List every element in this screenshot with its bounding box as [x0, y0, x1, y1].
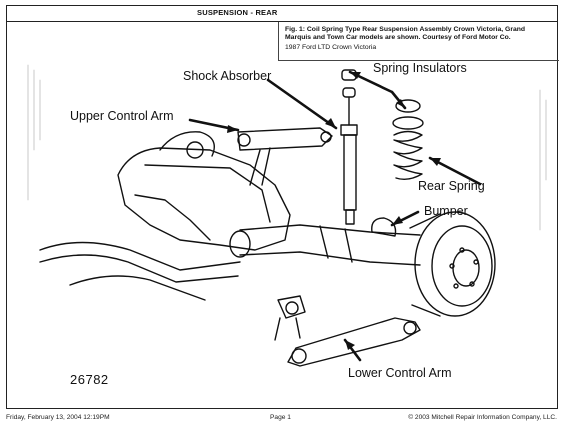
brake-drum — [409, 211, 496, 317]
footer-copyright: © 2003 Mitchell Repair Information Compa… — [408, 414, 557, 421]
upper-control-arm — [237, 127, 333, 186]
differential-housing — [117, 131, 291, 251]
label-upper-control-arm: Upper Control Arm — [70, 109, 174, 123]
page-footer: Friday, February 13, 2004 12:19PM Page 1… — [0, 410, 565, 428]
label-lower-control-arm: Lower Control Arm — [348, 366, 452, 380]
page-frame: SUSPENSION - REAR Fig. 1: Coil Spring Ty… — [6, 5, 559, 409]
figure-caption: Fig. 1: Coil Spring Type Rear Suspension… — [285, 26, 526, 42]
label-spring-insulators: Spring Insulators — [373, 61, 467, 75]
figure-number: 26782 — [70, 372, 109, 387]
footer-date: Friday, February 13, 2004 12:19PM — [6, 414, 110, 421]
frame-rail — [39, 241, 241, 301]
section-title: SUSPENSION - REAR — [197, 8, 278, 17]
rear-spring — [392, 99, 424, 181]
footer-page: Page 1 — [270, 414, 291, 421]
section-header: SUSPENSION - REAR — [7, 6, 557, 22]
bleed-through-marks — [27, 64, 547, 231]
bumper — [371, 217, 397, 237]
leader-arrowheads — [227, 72, 441, 350]
label-bumper: Bumper — [424, 204, 468, 218]
label-rear-spring: Rear Spring — [418, 179, 485, 193]
lower-control-arm — [274, 295, 421, 367]
axle-tube — [229, 224, 421, 266]
figure-vehicle: 1987 Ford LTD Crown Victoria — [285, 43, 377, 51]
shock-absorber — [340, 69, 358, 225]
figure-caption-box: Fig. 1: Coil Spring Type Rear Suspension… — [278, 22, 559, 61]
label-shock-absorber: Shock Absorber — [183, 69, 272, 83]
